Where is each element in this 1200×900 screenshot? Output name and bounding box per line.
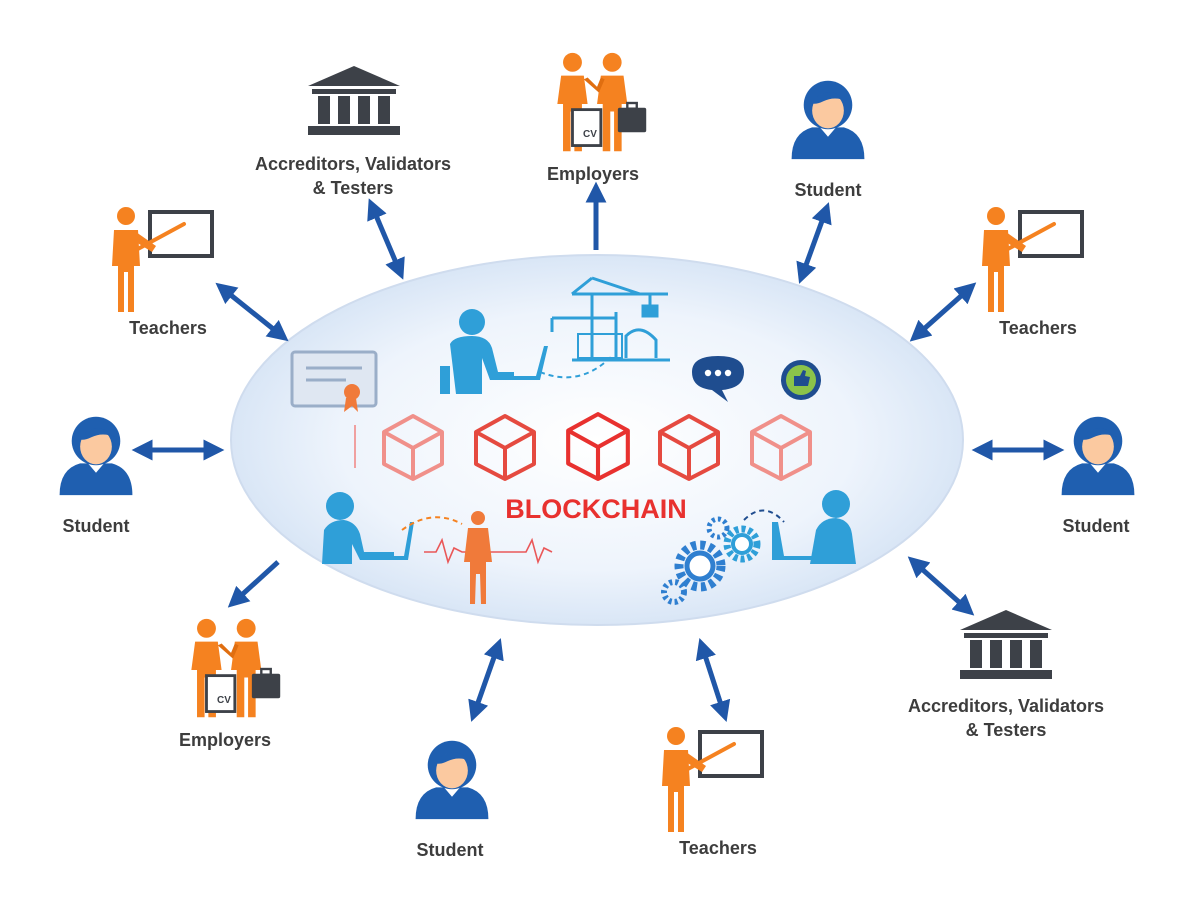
student-icon	[415, 740, 489, 820]
student-icon	[791, 80, 865, 160]
arrow-accreditors-bottom-right	[907, 556, 975, 616]
certificate-icon	[290, 350, 378, 412]
teachers-bottom-label: Teachers	[679, 838, 757, 858]
student-bottom-label: Student	[416, 840, 484, 860]
chat-bubble-icon	[692, 356, 744, 402]
bank-icon	[308, 66, 400, 135]
blockchain-ellipse	[230, 254, 964, 626]
arrow-teachers-left	[215, 282, 289, 342]
handshake-icon	[555, 51, 648, 153]
dashed-connector	[401, 516, 463, 531]
cv-label: CV	[583, 129, 597, 140]
teacher-icon	[110, 206, 214, 314]
arrow-employers-bottom-left	[227, 560, 280, 608]
student-left-label: Student	[62, 516, 130, 536]
employers-top-label: Employers	[546, 164, 640, 184]
gears-icon	[661, 516, 761, 605]
connection-arrows	[131, 181, 1065, 722]
cv-label: CV	[217, 695, 231, 706]
student-icon	[59, 416, 133, 496]
accreditors-line1: Accreditors, Validators	[254, 154, 452, 174]
digital-leader-badge-icon	[781, 360, 821, 400]
arrow-accreditors-top	[367, 198, 405, 280]
arrow-teachers-bottom	[695, 638, 731, 722]
accreditors-line1: Accreditors, Validators	[907, 696, 1105, 716]
arrow-teachers-right	[909, 282, 977, 342]
dashed-connector	[539, 355, 613, 379]
blockchain-title: BLOCKCHAIN	[505, 494, 687, 524]
body-scan-icon	[464, 511, 492, 604]
teacher-icon	[980, 206, 1084, 314]
teacher-icon	[660, 726, 764, 834]
accreditors-bottom-right-label: Accreditors, Validators & Testers	[888, 694, 1124, 742]
crane-icon	[550, 276, 670, 362]
handshake-icon	[189, 617, 282, 719]
dashed-connector	[743, 509, 785, 523]
student-top-right-label: Student	[794, 180, 862, 200]
teachers-right-label: Teachers	[999, 318, 1077, 338]
student-icon	[1061, 416, 1135, 496]
arrow-student-bottom	[468, 638, 504, 722]
analyst-laptop-icon	[772, 490, 856, 564]
bank-icon	[960, 610, 1052, 679]
arrow-student-top-right	[796, 202, 832, 284]
accreditors-line2: & Testers	[965, 720, 1047, 740]
doctor-laptop-icon	[322, 492, 414, 564]
teachers-left-label: Teachers	[129, 318, 207, 338]
accreditors-top-label: Accreditors, Validators & Testers	[238, 152, 468, 200]
student-right-label: Student	[1062, 516, 1130, 536]
accreditors-line2: & Testers	[312, 178, 394, 198]
employers-bottom-left-label: Employers	[178, 730, 272, 750]
